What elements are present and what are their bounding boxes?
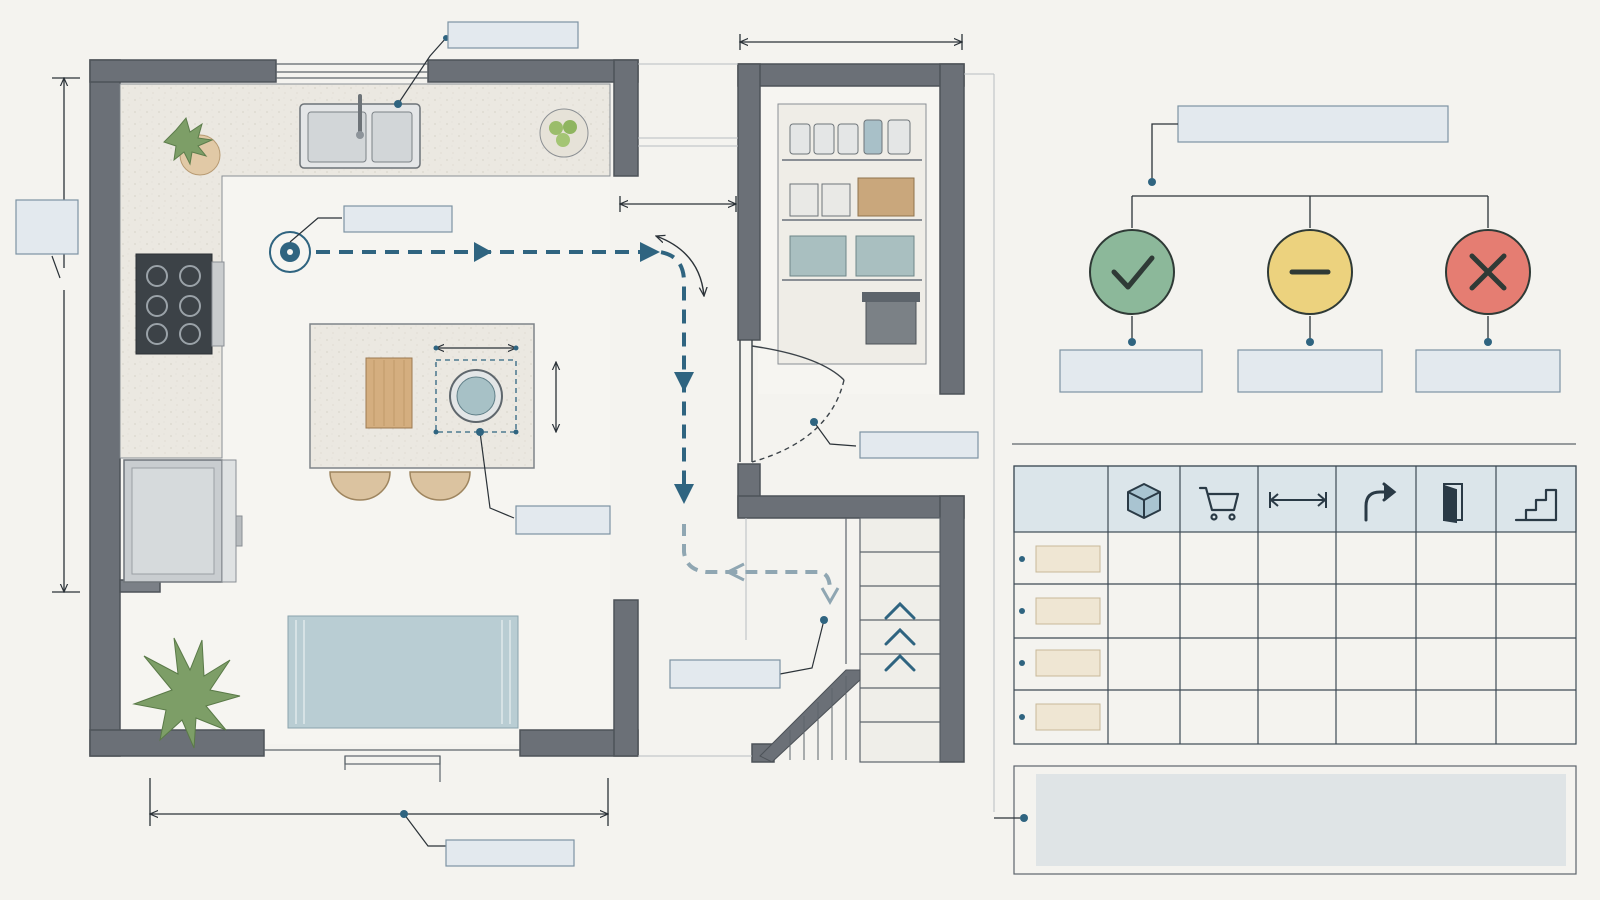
pantry	[737, 63, 965, 395]
decision-connectors	[1131, 123, 1489, 344]
cart-icon	[1198, 486, 1240, 521]
cutting-board	[365, 357, 413, 429]
width-arrow-icon	[1269, 492, 1327, 508]
outcome-pass	[1059, 229, 1203, 393]
bottom-window	[264, 749, 520, 782]
callout-leaders	[51, 37, 857, 847]
sink-label-box	[447, 21, 579, 49]
height-label-box	[15, 199, 79, 255]
x-icon	[1469, 253, 1507, 291]
callout-dots	[394, 35, 828, 818]
box-icon	[1127, 483, 1161, 519]
refrigerator	[123, 459, 243, 583]
stairs-icon	[1514, 488, 1558, 522]
start-point-icon	[269, 231, 311, 273]
sink	[299, 94, 421, 169]
top-window	[276, 63, 428, 79]
matrix-row-labels	[1019, 545, 1101, 731]
island-label-box	[515, 505, 611, 535]
notes-panel	[994, 765, 1577, 875]
basket-icon	[857, 177, 915, 217]
matrix-frame	[1013, 465, 1577, 745]
requirements-matrix	[1013, 465, 1577, 745]
pantry-door-label-box	[859, 431, 979, 459]
door-icon	[1443, 483, 1463, 524]
stair-label-box	[669, 659, 781, 689]
walkway-path	[269, 231, 840, 606]
kitchen-island	[309, 323, 556, 469]
stove	[135, 253, 225, 355]
floor-plant-icon	[132, 637, 241, 749]
start-label-box	[343, 205, 453, 233]
matrix-grid	[1014, 466, 1576, 744]
plan-label-boxes	[15, 21, 979, 867]
check-icon	[1111, 255, 1155, 290]
pantry-door	[739, 340, 845, 463]
kitchen-walls	[89, 59, 639, 757]
fruit-bowl-icon	[539, 108, 589, 158]
stairs-up-chevron-icon	[884, 601, 916, 672]
outcome-fail	[1415, 229, 1561, 393]
bar-stools	[329, 471, 471, 501]
stair-room	[737, 463, 965, 763]
decision-title-box	[1177, 105, 1449, 143]
floor-plan	[15, 21, 995, 867]
turn-arrow-icon	[1364, 482, 1397, 522]
width-label-box	[445, 839, 575, 867]
rug	[287, 615, 519, 729]
guide-lines	[638, 63, 995, 812]
decision-tree	[1059, 105, 1561, 393]
outcome-neutral	[1237, 229, 1383, 393]
plant-icon	[163, 116, 221, 176]
